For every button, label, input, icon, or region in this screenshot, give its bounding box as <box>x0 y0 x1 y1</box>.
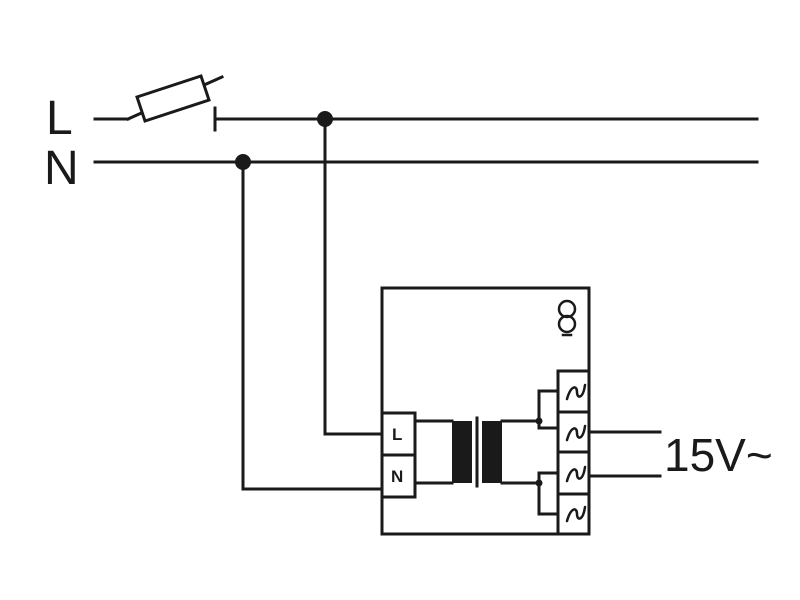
ac-wave-icon <box>565 465 587 483</box>
terminal-label-l: L <box>392 425 402 444</box>
ac-wave-icon <box>565 424 587 442</box>
live-drop-wire <box>323 117 384 436</box>
input-terminal-block <box>380 411 417 499</box>
ac-wave-icon <box>565 505 587 523</box>
output-bridge-wires <box>535 389 560 516</box>
output-terminal-block <box>556 369 591 536</box>
live-line-label: L <box>46 92 73 145</box>
neutral-drop-wire <box>241 160 384 491</box>
transformer-symbol-icon <box>557 299 577 337</box>
terminal-label-n: N <box>391 467 403 486</box>
fuse-icon <box>135 74 211 123</box>
neutral-line-label: N <box>44 142 79 195</box>
output-voltage-label: 15V~ <box>664 429 773 481</box>
transformer-core-icon <box>452 416 502 488</box>
ac-wave-icon <box>565 383 587 401</box>
